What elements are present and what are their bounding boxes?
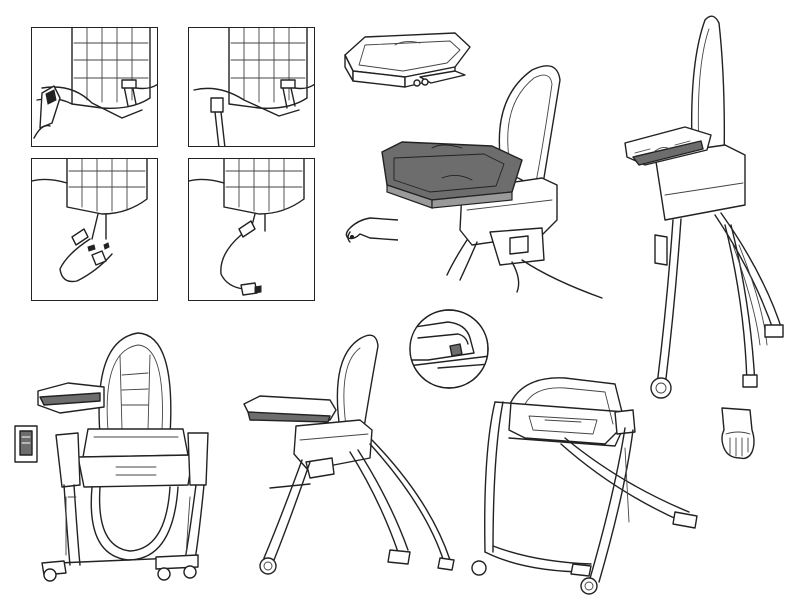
strap-panel-2 — [188, 27, 315, 147]
side-tab-inset — [14, 425, 38, 463]
booster-seat-frame — [471, 377, 698, 595]
hand-pinch — [345, 217, 399, 243]
tray-alone — [344, 32, 471, 88]
hand-push — [721, 407, 755, 460]
chair-with-tray — [381, 65, 603, 299]
strap-panel-2-drawing — [193, 28, 314, 146]
strap-panel-3-drawing — [32, 159, 148, 283]
strap-panel-4-drawing — [189, 159, 305, 296]
folded-chair — [624, 15, 784, 399]
strap-panel-3 — [31, 158, 158, 301]
chair-front — [37, 332, 209, 582]
strap-panel-1-drawing — [33, 28, 157, 139]
strap-panel-4 — [188, 158, 315, 301]
latch-detail-circle — [409, 309, 489, 389]
strap-panel-1 — [31, 27, 158, 147]
chair-side — [243, 334, 455, 575]
